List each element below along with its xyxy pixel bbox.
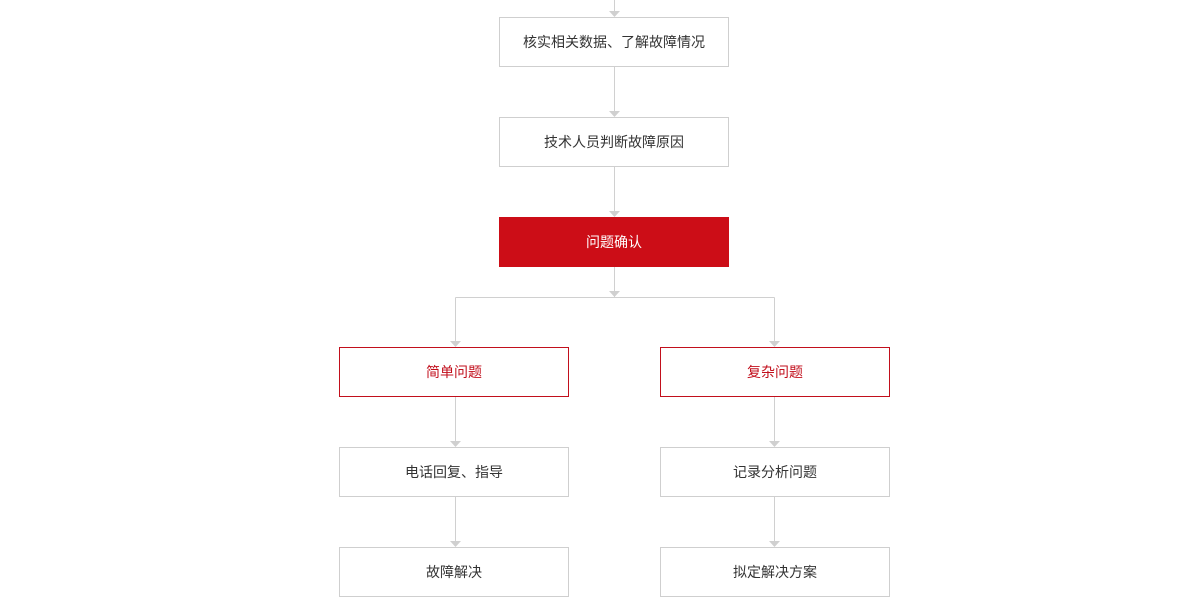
branch-complex-problem-label: 复杂问题: [747, 365, 803, 381]
step-verify-data: 核实相关数据、了解故障情况: [499, 17, 729, 67]
arrow-head: [609, 11, 620, 17]
step-verify-data-label: 核实相关数据、了解故障情况: [523, 35, 705, 51]
step-record-analyze-label: 记录分析问题: [733, 465, 817, 481]
arrow-head: [769, 441, 780, 447]
step-draft-solution-label: 拟定解决方案: [733, 565, 817, 581]
step-fault-resolved-label: 故障解决: [426, 565, 482, 581]
branch-simple-problem: 简单问题: [339, 347, 569, 397]
branch-complex-problem: 复杂问题: [660, 347, 890, 397]
step-fault-resolved: 故障解决: [339, 547, 569, 597]
arrow-head: [769, 341, 780, 347]
step-draft-solution: 拟定解决方案: [660, 547, 890, 597]
step-phone-guidance-label: 电话回复、指导: [405, 465, 503, 481]
arrow-head: [769, 541, 780, 547]
arrow-head: [450, 541, 461, 547]
step-judge-cause: 技术人员判断故障原因: [499, 117, 729, 167]
arrow-head: [450, 441, 461, 447]
step-confirm-problem-label: 问题确认: [586, 235, 642, 251]
step-phone-guidance: 电话回复、指导: [339, 447, 569, 497]
step-confirm-problem: 问题确认: [499, 217, 729, 267]
arrow-head: [609, 291, 620, 297]
arrow-head: [450, 341, 461, 347]
arrow-head: [609, 111, 620, 117]
arrow-head: [609, 211, 620, 217]
branch-simple-problem-label: 简单问题: [426, 365, 482, 381]
step-record-analyze: 记录分析问题: [660, 447, 890, 497]
step-judge-cause-label: 技术人员判断故障原因: [544, 135, 684, 151]
